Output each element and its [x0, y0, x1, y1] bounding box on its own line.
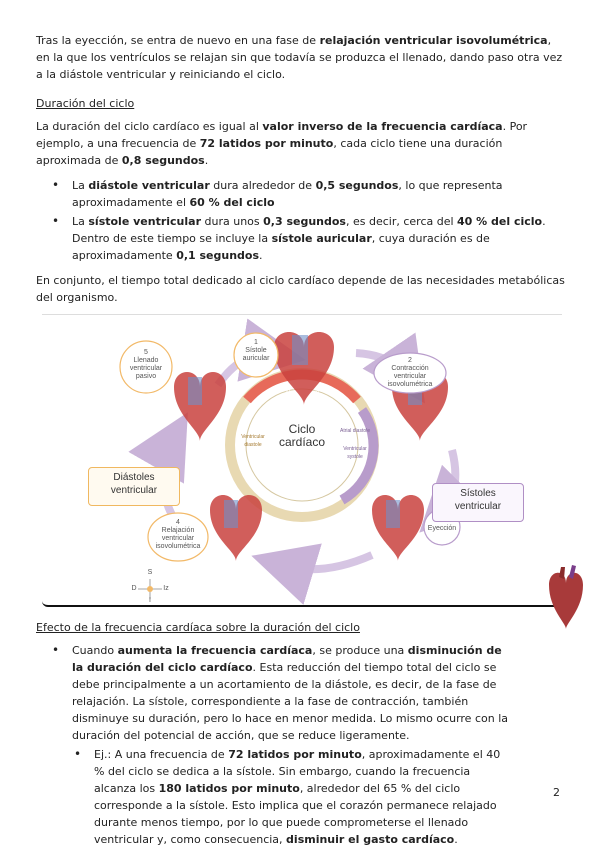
bold-term: 60 % del ciclo: [189, 196, 275, 209]
bold-term: 72 latidos por minuto: [199, 137, 334, 150]
ring-atrial-diastole-label: Atrial diastole: [340, 428, 371, 434]
text-run: , cada ciclo tiene una duración aproxima…: [36, 137, 503, 167]
text-run: La: [72, 215, 89, 228]
bold-term: sístole auricular: [271, 232, 372, 245]
step-2-label: 2 Contracción ventricular isovolumétrica: [382, 357, 438, 389]
text-run: .: [259, 249, 263, 262]
ring-ventricular-systole-arc: [339, 407, 379, 505]
text-run: , aproximadamente el 40 % del ciclo se d…: [94, 748, 501, 795]
step-2-circle: [373, 352, 447, 394]
text-run: Cuando: [72, 644, 118, 657]
step-number: 5: [144, 349, 148, 356]
text-run: , alrededor del 65 % del ciclo correspon…: [94, 782, 497, 846]
bold-term: 0,8 segundos: [121, 154, 205, 167]
section-heading-cycle-duration: Duración del ciclo: [36, 97, 135, 110]
text-run: , en la que los ventrículos se relajan s…: [36, 34, 563, 81]
text-run: . Esta reducción del tiempo total del ci…: [72, 661, 508, 742]
text-run: .: [454, 833, 458, 846]
step-number: 4: [176, 519, 180, 526]
bold-term: aumenta la frecuencia cardíaca: [117, 644, 313, 657]
ring-ventricular-systole-label: Ventricular systole: [343, 446, 367, 460]
compass-d: D: [131, 585, 137, 592]
box-line: Sístoles: [460, 488, 496, 499]
step-5-label: 5 Llenado ventricular pasivo: [124, 349, 168, 381]
text-run: , cuya duración es de aproximadamente: [72, 232, 490, 262]
bold-term: 0,3 segundos: [263, 215, 346, 228]
box-line: ventricular: [454, 501, 502, 512]
text-run: .: [204, 154, 209, 167]
text-run: , se produce una: [312, 644, 408, 657]
text-run: , lo que representa aproximadamente el: [72, 179, 503, 209]
heart-rate-effect-list: Cuando aumenta la frecuencia cardíaca, s…: [36, 642, 566, 848]
heart-illustration-1: [274, 332, 334, 405]
box-line: ventricular: [110, 485, 158, 496]
bold-term: 180 latidos por minuto: [158, 782, 300, 795]
text-run: Tras la eyección, se entra de nuevo en u…: [36, 34, 320, 47]
list-item-diastole: La diástole ventricular dura alrededor d…: [52, 177, 566, 211]
step-text: Llenado ventricular pasivo: [129, 357, 163, 380]
heart-illustration-3: [372, 495, 424, 561]
text-run: La: [72, 179, 89, 192]
step-1-circle: [233, 332, 279, 378]
step-text: Contracción ventricular isovolumétrica: [387, 365, 433, 388]
document-page: Tras la eyección, se entra de nuevo en u…: [36, 32, 566, 856]
compass-s: S: [147, 569, 153, 576]
diastole-box: Diástoles ventricular: [88, 467, 180, 506]
bold-term: valor inverso de la frecuencia cardíaca: [262, 120, 503, 133]
bold-term: sístole ventricular: [88, 215, 202, 228]
sublist-item-example: Ej.: A una frecuencia de 72 latidos por …: [74, 746, 514, 848]
orientation-compass-icon: [138, 579, 162, 599]
bold-term: 0,1 segundos: [176, 249, 260, 262]
heart-illustration-5: [174, 372, 226, 441]
step-4-label: 4 Relajación ventricular isovolumétrica: [152, 519, 204, 551]
bold-term: disminuir el gasto cardíaco: [286, 833, 455, 846]
cycle-duration-paragraph: La duración del ciclo cardíaco es igual …: [36, 118, 566, 169]
text-run: , es decir, cerca del: [345, 215, 458, 228]
intro-paragraph: Tras la eyección, se entra de nuevo en u…: [36, 32, 566, 83]
bold-term: relajación ventricular isovolumétrica: [319, 34, 548, 47]
text-run: La duración del ciclo cardíaco es igual …: [36, 120, 263, 133]
text-run: Ej.: A una frecuencia de: [94, 748, 229, 761]
bold-term: 40 % del ciclo: [457, 215, 543, 228]
text-run: . Dentro de este tiempo se incluye la: [72, 215, 546, 245]
step-text: Eyección: [427, 525, 457, 532]
cycle-arrow: [251, 543, 374, 605]
bold-term: 0,5 segundos: [315, 179, 399, 192]
section-heading-heart-rate-effect: Efecto de la frecuencia cardíaca sobre l…: [36, 621, 360, 634]
compass-iz: Iz: [163, 585, 169, 592]
step-4-circle: [147, 512, 209, 562]
step-1-label: 1 Sístole auricular: [242, 339, 270, 363]
step-number: 1: [254, 339, 258, 346]
list-item-heart-rate: Cuando aumenta la frecuencia cardíaca, s…: [52, 642, 514, 848]
page-number: 2: [553, 786, 560, 799]
cycle-center-label: Ciclo cardíaco: [262, 423, 342, 449]
bold-term: disminución de la duración del ciclo car…: [72, 644, 502, 674]
compass-i: I: [149, 597, 151, 604]
bold-term: diástole ventricular: [88, 179, 210, 192]
heart-illustration-4: [210, 495, 262, 561]
step-text: Sístole auricular: [242, 347, 270, 362]
heart-anatomy-illustration: [549, 565, 583, 629]
text-run: dura alrededor de: [209, 179, 316, 192]
ring-ventricular-diastole-label: Ventricular diastole: [241, 434, 265, 448]
text-run: . Por ejemplo, a una frecuencia de: [36, 120, 528, 150]
example-sublist: Ej.: A una frecuencia de 72 latidos por …: [72, 746, 514, 848]
cycle-duration-list: La diástole ventricular dura alrededor d…: [36, 177, 566, 264]
cardiac-cycle-figure: Atrial systole: [42, 314, 562, 607]
cardiac-cycle-diagram: Atrial systole: [119, 318, 488, 605]
step-text: Relajación ventricular isovolumétrica: [155, 527, 201, 550]
box-line: Diástoles: [113, 472, 155, 483]
bold-term: 72 latidos por minuto: [228, 748, 362, 761]
systole-box: Sístoles ventricular: [432, 483, 524, 522]
closing-paragraph: En conjunto, el tiempo total dedicado al…: [36, 274, 565, 304]
center-line: cardíaco: [278, 435, 326, 449]
step-number: 2: [408, 357, 412, 364]
step-5-circle: [119, 340, 173, 394]
text-run: dura unos: [201, 215, 264, 228]
center-line: Ciclo: [288, 422, 316, 436]
list-item-systole: La sístole ventricular dura unos 0,3 seg…: [52, 213, 566, 264]
